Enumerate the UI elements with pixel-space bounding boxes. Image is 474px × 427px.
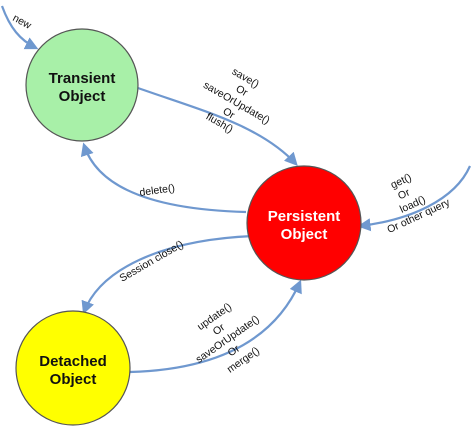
- persistent-label-line1: Persistent: [268, 208, 341, 225]
- transient-circle: [25, 28, 139, 142]
- save-arrow: [137, 86, 298, 166]
- detached-circle: [15, 310, 131, 426]
- persistent-label-line2: Object: [281, 226, 328, 243]
- detached-label-line1: Detached: [39, 353, 107, 370]
- persistent-node: Persistent Object: [246, 165, 362, 281]
- save-label-group: save() Or saveOrUpdate() Or flush(): [201, 66, 272, 136]
- detached-node: Detached Object: [15, 310, 131, 426]
- get-arrow: [357, 165, 472, 232]
- detached-label-line2: Object: [50, 371, 97, 388]
- edges: [0, 5, 472, 374]
- transient-label-line1: Transient: [49, 70, 116, 87]
- persistent-circle: [246, 165, 362, 281]
- update-arrow: [129, 279, 302, 374]
- delete-arrow: [80, 142, 247, 214]
- transient-label-line2: Object: [59, 88, 106, 105]
- update-label-group: update() Or saveOrUpdate() Or merge(): [194, 301, 262, 376]
- delete-label: delete(): [139, 182, 176, 199]
- session-close-label: Session close(): [118, 238, 186, 284]
- session-close-arrow: [81, 234, 254, 315]
- get-label-line2: Or: [396, 186, 412, 202]
- transient-node: Transient Object: [25, 28, 139, 142]
- new-arrow: [0, 5, 39, 50]
